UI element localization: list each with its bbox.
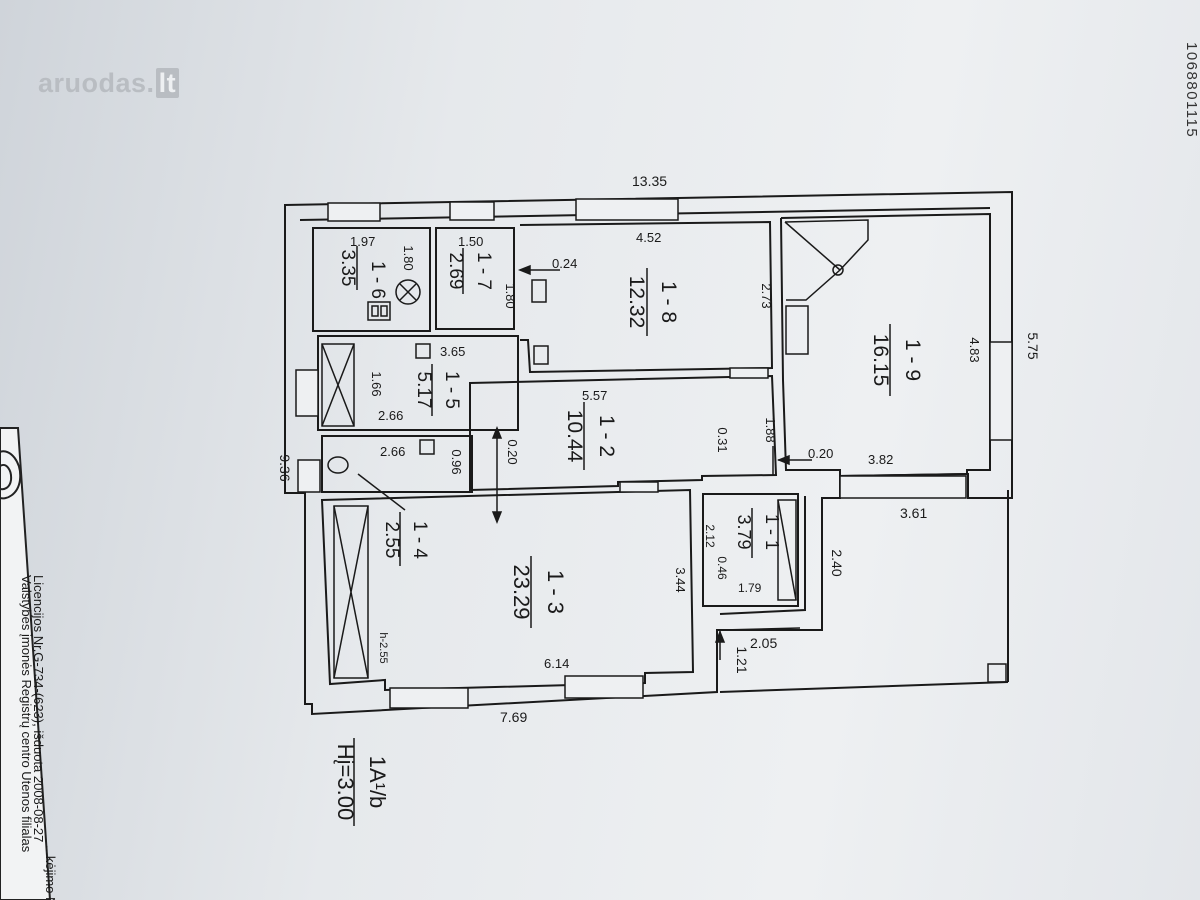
room-1-4-dim1: 2.66 (380, 444, 405, 459)
room-1-2-area: 10.44 (563, 410, 586, 463)
bath-symbol (321, 343, 355, 427)
room-1-3-area: 23.29 (509, 564, 534, 619)
room-1-9-label: 1 - 9 (901, 339, 924, 381)
dim-right-lower: 2.40 (829, 549, 845, 576)
dim-overall-top: 13.35 (632, 173, 667, 189)
room-1-3-height: h-2.55 (377, 632, 389, 663)
stamp-line-1: Valstybės įmonės Registrų centro Utenos … (19, 575, 34, 853)
outer-walls (284, 190, 1013, 716)
dim-overall-bottom: 7.69 (500, 709, 527, 725)
plan-caption: 1A¹/b Hį=3.00 (333, 738, 390, 826)
toilet-symbol (327, 456, 349, 474)
room-1-8-dim1: 4.52 (636, 230, 661, 245)
room-1-9-dim2: 3.82 (868, 452, 893, 467)
room-1-2-dim2: 0.20 (505, 439, 520, 464)
room-1-4-label: 1 - 4 (409, 521, 430, 559)
windows (295, 198, 1013, 709)
room-1-7-label: 1 - 7 (473, 252, 494, 290)
room-1-1-dim1: 2.12 (703, 524, 717, 548)
dim-corridor-depth: 1.21 (734, 646, 750, 673)
room-1-5-dim1: 3.65 (440, 344, 465, 359)
serial-number: 1068801115 (1183, 42, 1200, 139)
room-labels: 1.97 1.80 1 - 6 3.35 1.50 1.80 1 - 7 2.6… (337, 230, 982, 671)
dim-corridor-width: 2.05 (750, 635, 777, 651)
room-1-7-dim1: 1.50 (458, 234, 483, 249)
room-1-5-area: 5.17 (413, 372, 434, 409)
stamp-line-3: ...kėjimo Nr. 2M- (43, 845, 58, 900)
room-1-5-dim2: 1.66 (369, 371, 384, 396)
aruodas-watermark: aruodas.lt (38, 68, 180, 99)
room-1-7-area: 2.69 (445, 253, 466, 290)
stove-symbol (367, 301, 391, 321)
room-1-4-dim2: 0.96 (449, 449, 464, 474)
room-1-6-label: 1 - 6 (367, 261, 388, 299)
room-1-2-dim1: 5.57 (582, 388, 607, 403)
room-1-9-dim3: 0.20 (808, 446, 833, 461)
room-1-9-dim1: 4.83 (967, 337, 982, 362)
plan-caption-top: 1A¹/b (365, 756, 390, 809)
dim-overall-left: 9.36 (277, 454, 293, 481)
room-1-2-label: 1 - 2 (595, 415, 618, 457)
room-1-4-area: 2.55 (381, 522, 402, 559)
room-1-6-dim2: 1.80 (401, 245, 416, 270)
room-1-2-dim4: 1.88 (763, 417, 778, 442)
room-1-5-label: 1 - 5 (441, 371, 462, 409)
stairs-symbol (784, 219, 869, 301)
room-1-5-dim3: 2.66 (378, 408, 403, 423)
room-1-1-area: 3.79 (734, 514, 754, 549)
room-1-7-dim2: 1.80 (503, 283, 518, 308)
room-1-2-dim3: 0.31 (715, 427, 730, 452)
room-1-6-area: 3.35 (337, 250, 358, 287)
room-1-8-dim3: 0.24 (552, 256, 577, 271)
stamp-line-2: Licencijos Nr.G-734-(623), išduota 2008-… (31, 575, 46, 842)
registry-stamp: Valstybės įmonės Registrų centro Utenos … (0, 427, 58, 900)
fixtures (321, 219, 1007, 683)
room-1-1-dim3: 1.79 (738, 581, 762, 595)
room-1-8-label: 1 - 8 (657, 281, 680, 323)
room-1-9-area: 16.15 (869, 334, 892, 387)
room-1-1-label: 1 - 1 (762, 514, 782, 550)
sink-symbol (531, 279, 547, 303)
room-1-8-dim2: 2.73 (759, 283, 774, 308)
wardrobe-symbol (333, 505, 369, 679)
room-1-8-area: 12.32 (625, 276, 648, 329)
boiler-symbol (395, 279, 421, 305)
room-1-6-dim1: 1.97 (350, 234, 375, 249)
dimension-arrows (491, 264, 812, 660)
overall-dimensions: 13.35 9.36 7.69 5.75 2.40 3.61 2.05 1.21 (277, 173, 1041, 725)
room-1-3-label: 1 - 3 (543, 570, 568, 614)
leader-line (357, 473, 406, 511)
room-1-3-dim2: 3.44 (673, 567, 688, 592)
dim-right-bottom: 3.61 (900, 505, 927, 521)
dim-right-upper: 5.75 (1025, 332, 1041, 359)
room-1-3-dim1: 6.14 (544, 656, 569, 671)
room-1-1-dim2: 0.46 (715, 556, 729, 580)
